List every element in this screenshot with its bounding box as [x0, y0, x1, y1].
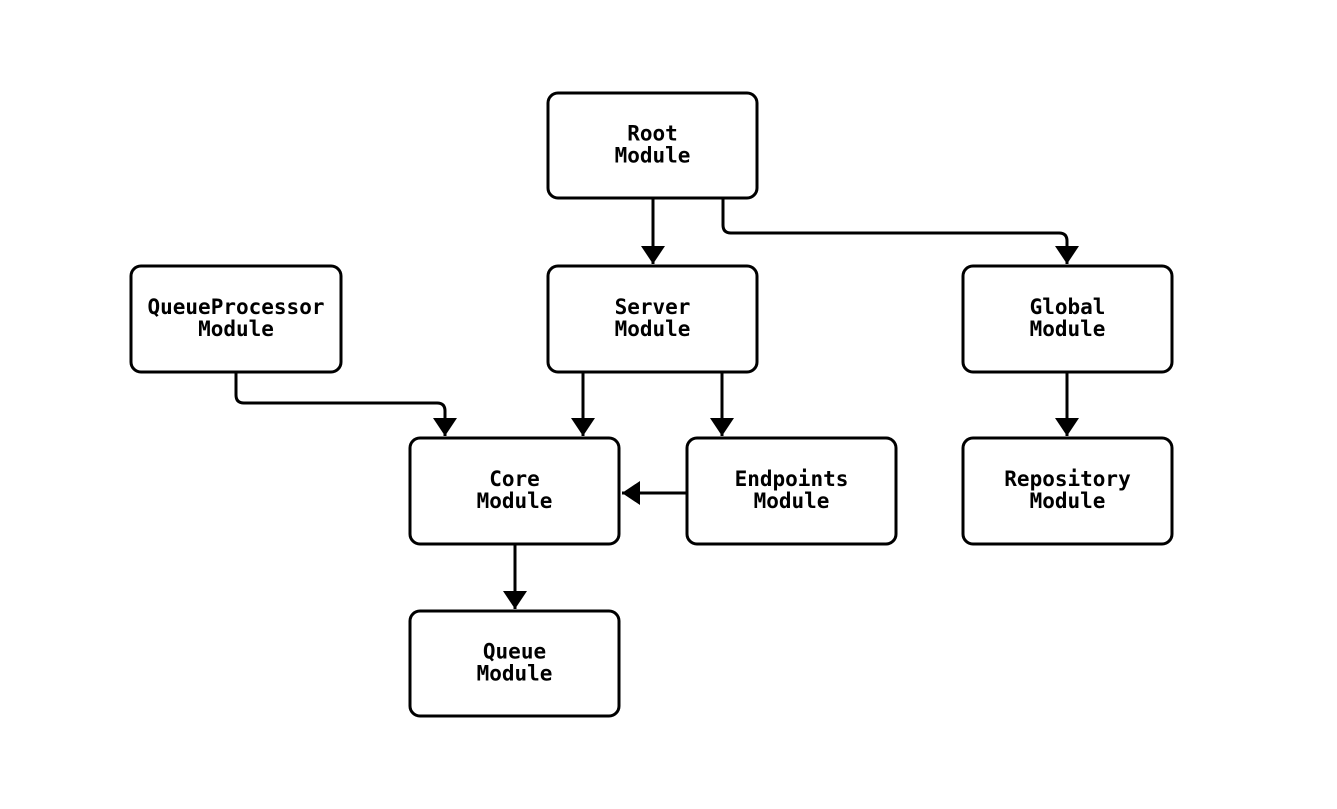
node-label-line: Root: [627, 122, 678, 146]
node-label-line: Repository: [1004, 467, 1131, 491]
node-label-line: Module: [1030, 317, 1106, 341]
node-box-root: [546, 91, 759, 200]
node-box-global: [961, 264, 1174, 374]
node-box-queue: [408, 609, 621, 718]
node-label-line: Core: [489, 467, 540, 491]
node-box-queueprocessor: [129, 264, 343, 374]
node-label-line: Module: [198, 317, 274, 341]
edge-root-to-global: [721, 198, 1079, 264]
node-box-core: [408, 436, 621, 546]
edge-queueprocessor-to-core: [234, 372, 457, 436]
node-label-line: Module: [1030, 489, 1106, 513]
node-label-line: Global: [1030, 295, 1106, 319]
edges-layer: [234, 198, 1079, 609]
node-label-line: Server: [615, 295, 691, 319]
node-box-server: [546, 264, 759, 374]
node-box-endpoints: [685, 436, 898, 546]
node-label-line: Module: [477, 662, 553, 686]
node-box-repository: [961, 436, 1174, 546]
node-label-line: Queue: [483, 640, 546, 664]
node-label-line: Module: [615, 317, 691, 341]
node-label-line: Endpoints: [735, 467, 849, 491]
node-label-line: QueueProcessor: [147, 295, 324, 319]
node-label-line: Module: [615, 144, 691, 168]
node-label-line: Module: [477, 489, 553, 513]
node-label-line: Module: [754, 489, 830, 513]
